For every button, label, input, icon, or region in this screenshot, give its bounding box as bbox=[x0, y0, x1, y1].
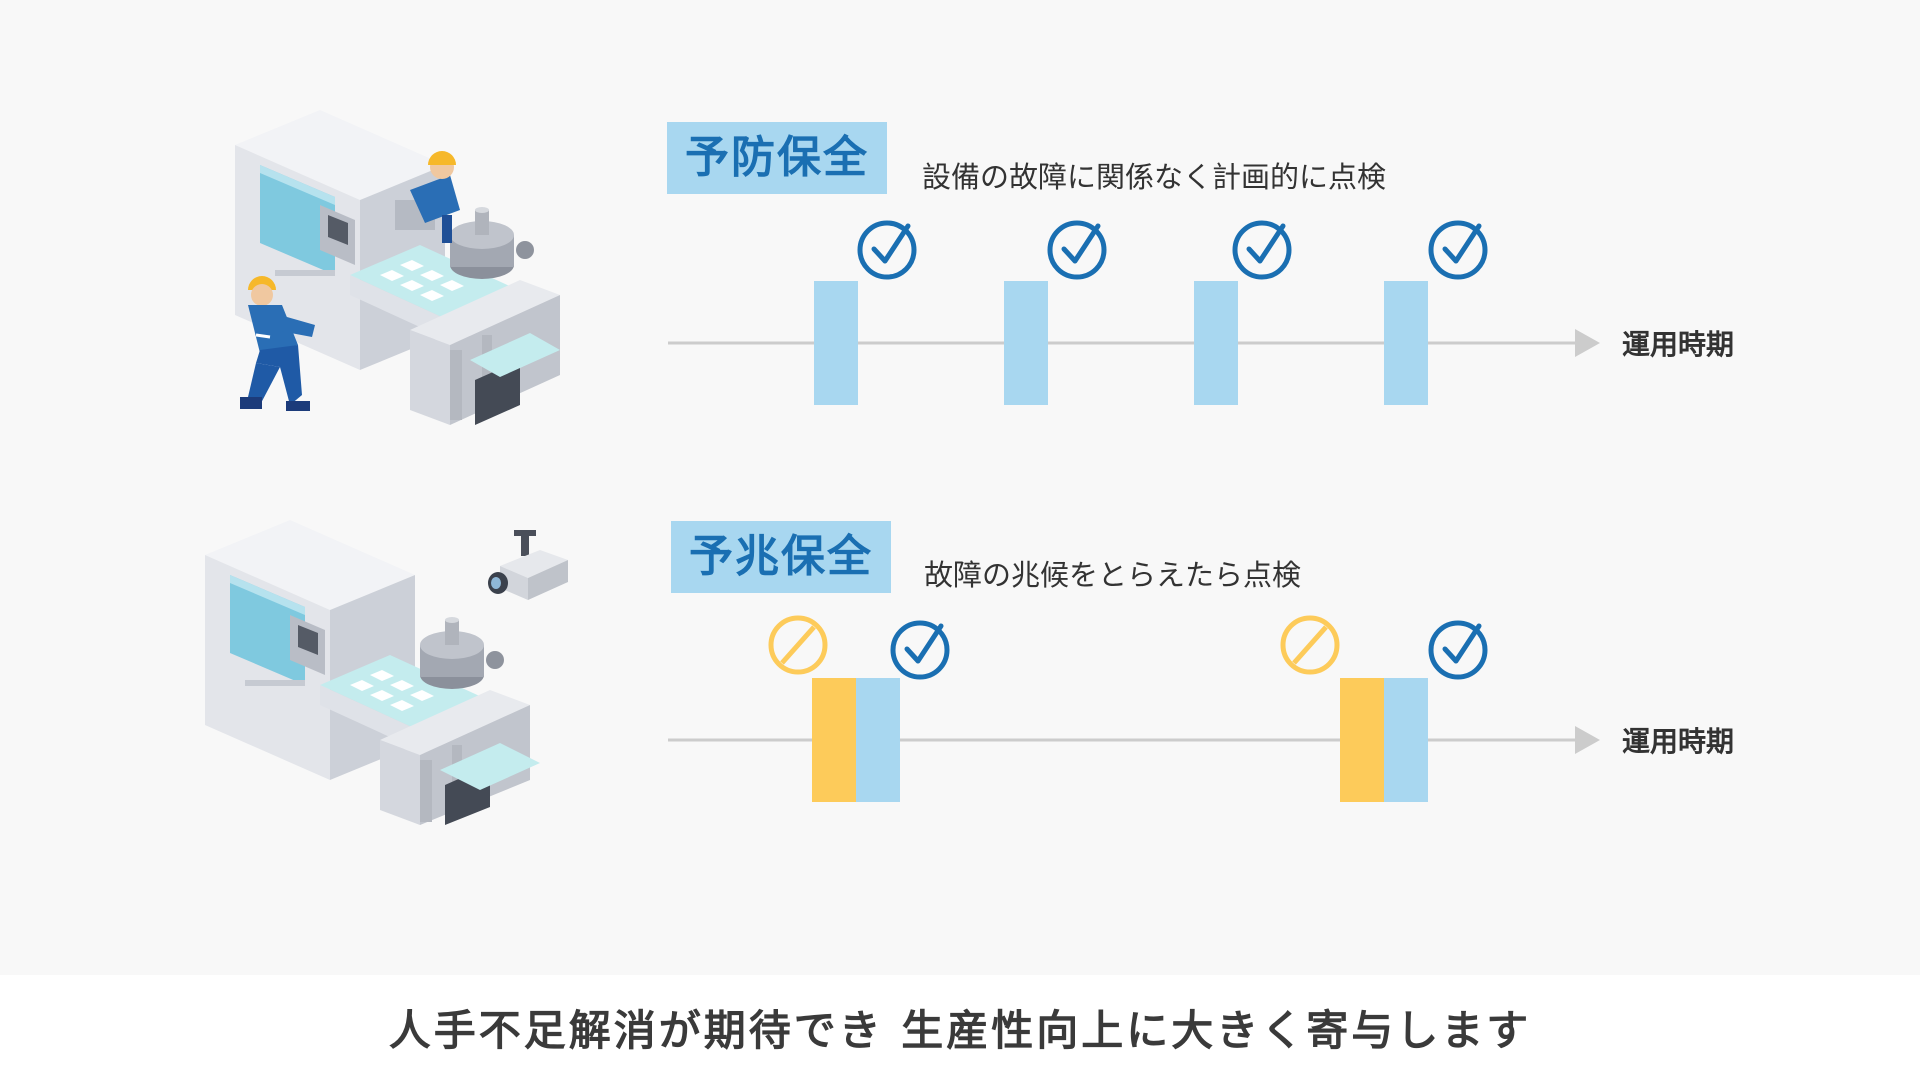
inspection-bar bbox=[1384, 678, 1428, 802]
preventive-axis-label: 運用時期 bbox=[1622, 328, 1735, 361]
check-circle-icon bbox=[1428, 220, 1488, 280]
check-circle-icon bbox=[1047, 220, 1107, 280]
preventive-timeline bbox=[668, 220, 1600, 405]
inspection-bar bbox=[814, 281, 858, 405]
predictive-maintenance-description: 故障の兆候をとらえたら点検 bbox=[924, 558, 1302, 592]
prohibited-icon bbox=[1280, 615, 1340, 675]
inspection-bar bbox=[1004, 281, 1048, 405]
predictive-axis-label: 運用時期 bbox=[1622, 725, 1735, 758]
inspection-bar bbox=[1194, 281, 1238, 405]
maintenance-timelines bbox=[668, 220, 1600, 802]
preventive-maintenance-title: 予防保全 bbox=[667, 122, 887, 194]
predictive-timeline bbox=[668, 615, 1600, 802]
arrow-right-icon bbox=[1575, 329, 1600, 357]
inspection-bar bbox=[856, 678, 900, 802]
sign-detected-bar bbox=[812, 678, 856, 802]
check-circle-icon bbox=[857, 220, 917, 280]
camera-icon bbox=[488, 530, 568, 600]
preventive-maintenance-description: 設備の故障に関係なく計画的に点検 bbox=[922, 160, 1387, 194]
machine-with-camera-illustration bbox=[205, 520, 540, 825]
inspection-bar bbox=[1384, 281, 1428, 405]
check-circle-icon bbox=[1232, 220, 1292, 280]
machine-with-workers-illustration bbox=[235, 110, 560, 425]
check-circle-icon bbox=[890, 620, 950, 680]
arrow-right-icon bbox=[1575, 726, 1600, 754]
sign-detected-bar bbox=[1340, 678, 1384, 802]
prohibited-icon bbox=[768, 615, 828, 675]
predictive-maintenance-title: 予兆保全 bbox=[671, 521, 891, 593]
footer-message: 人手不足解消が期待でき 生産性向上に大きく寄与します bbox=[388, 1006, 1532, 1055]
check-circle-icon bbox=[1428, 620, 1488, 680]
